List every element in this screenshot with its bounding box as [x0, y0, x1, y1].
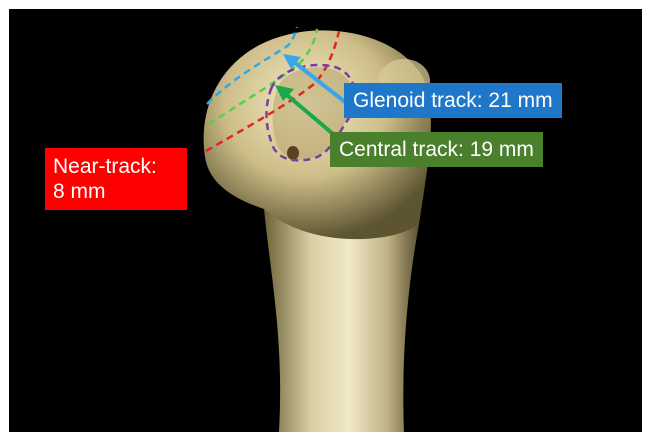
central-track-label: Central track: 19 mm [330, 132, 543, 167]
humeral-shaft [264, 209, 419, 432]
humerus-3d-render [9, 9, 642, 432]
central-track-text: Central track: 19 mm [339, 138, 534, 161]
near-track-label-line1: Near-track: [53, 154, 179, 179]
ct-render-background [9, 9, 642, 432]
lesion-pit [287, 146, 299, 160]
near-track-label-line2: 8 mm [53, 179, 179, 204]
near-track-label: Near-track: 8 mm [45, 148, 187, 210]
glenoid-track-text: Glenoid track: 21 mm [353, 89, 553, 112]
glenoid-track-label: Glenoid track: 21 mm [344, 83, 562, 118]
